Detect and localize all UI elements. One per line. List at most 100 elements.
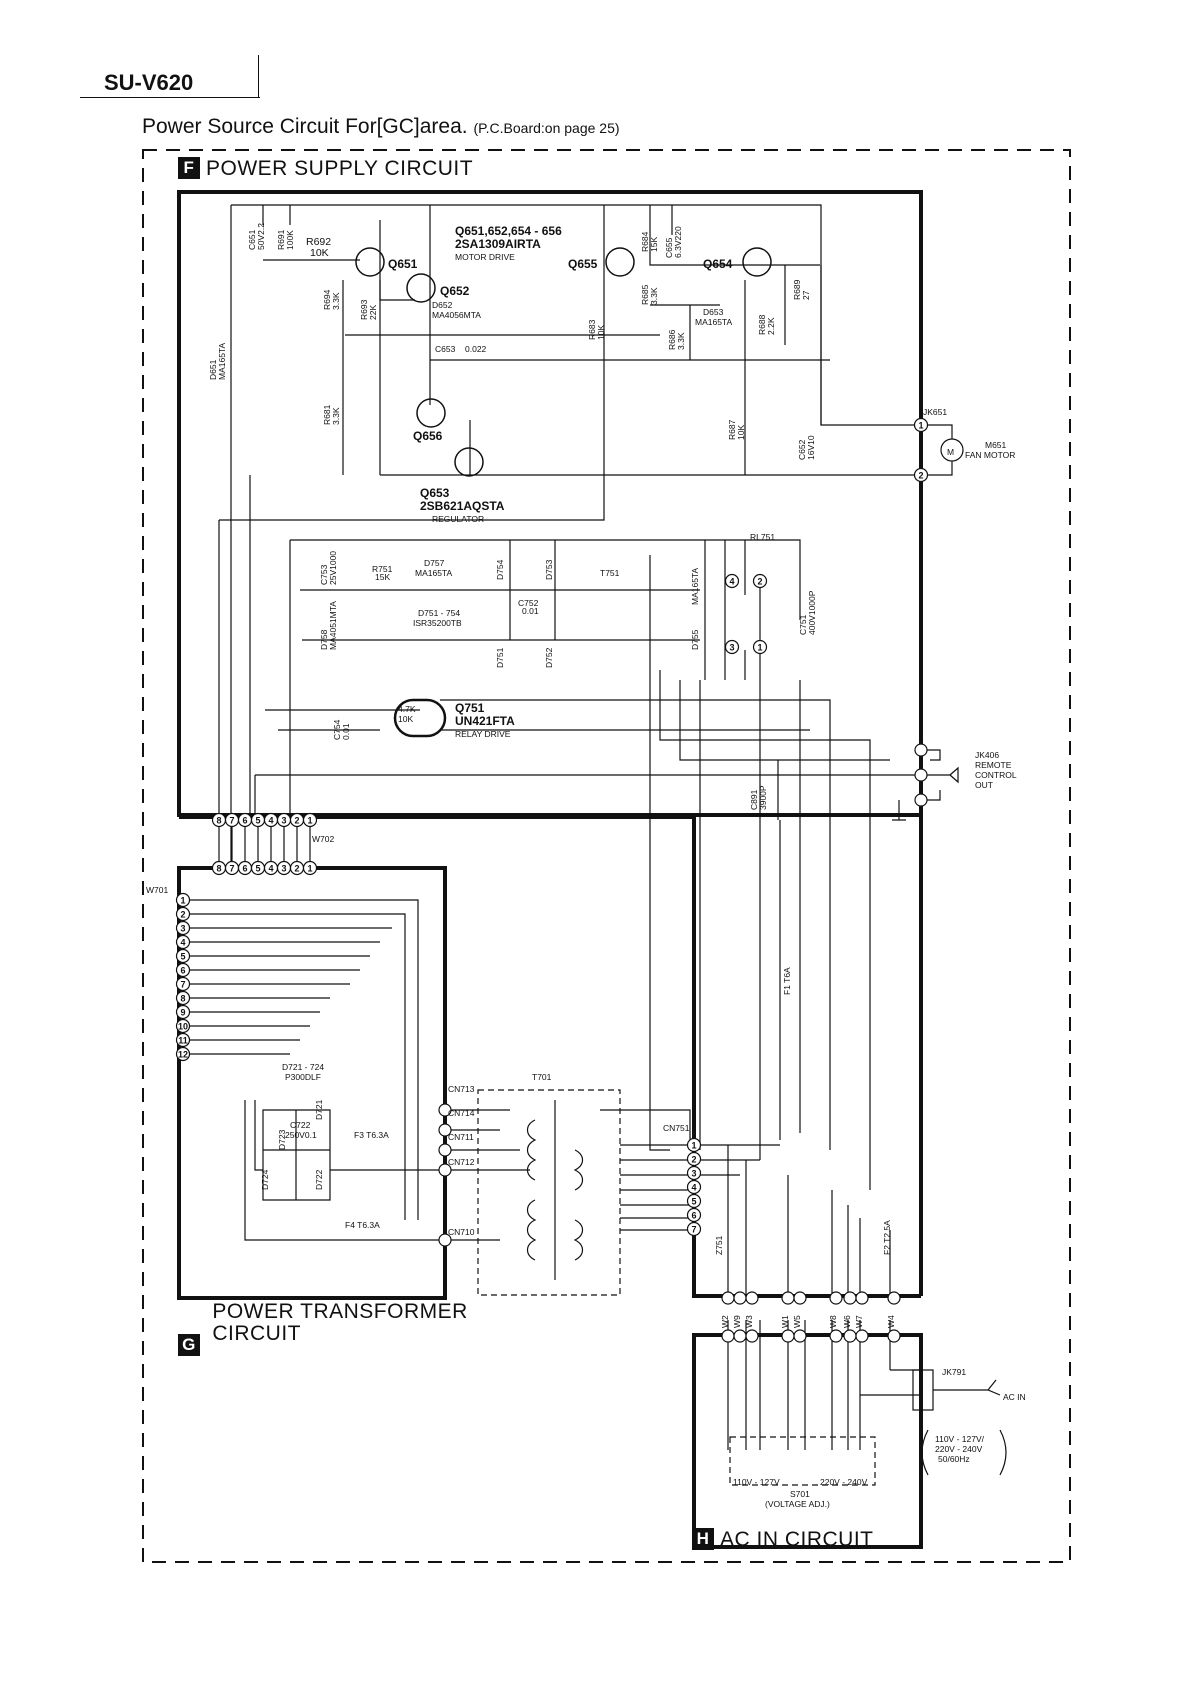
label-cn711: CN711 <box>448 1132 474 1142</box>
w702-pin-top-8-number: 8 <box>216 816 221 826</box>
w701-pin-6 <box>175 962 191 978</box>
label-q65x: Q651,652,654 - 656 <box>455 224 562 238</box>
vertical-labels: C651 50V2.2 R691 100K R694 3.3K R693 22K… <box>208 223 896 1328</box>
label-r694: R694 <box>322 289 332 310</box>
w701-pin-6-number: 6 <box>180 966 185 976</box>
label-q656: Q656 <box>413 429 443 443</box>
w701-pin-11-number: 11 <box>178 1036 188 1046</box>
w-lead-bottom-2 <box>733 1329 747 1343</box>
label-c653-value: 0.022 <box>465 344 487 354</box>
w-lead-top-7 <box>843 1291 857 1305</box>
w701-pin-1-number: 1 <box>180 896 185 906</box>
label-c751-value: 400V1000P <box>807 590 817 635</box>
label-d751-754: D751 - 754 <box>418 608 460 618</box>
label-w2: W2 <box>720 1315 730 1328</box>
cn751-pin-2 <box>686 1151 702 1167</box>
label-r686-value: 3.3K <box>676 332 686 350</box>
w702-pin-bottom-1-number: 1 <box>307 864 312 874</box>
section-h-badge: H <box>692 1528 714 1550</box>
label-cn712: CN712 <box>448 1157 475 1167</box>
w702-pin-bottom-5-number: 5 <box>255 864 260 874</box>
w702-pin-bottom-8-number: 8 <box>216 864 221 874</box>
label-d752: D752 <box>544 647 554 668</box>
label-c753-value: 25V1000 <box>328 551 338 585</box>
jk406-jack <box>892 749 959 821</box>
label-f3: F3 T6.3A <box>354 1130 389 1140</box>
label-w8: W8 <box>828 1315 838 1328</box>
label-r684-value: 15K <box>649 237 659 252</box>
label-cn713: CN713 <box>448 1084 475 1094</box>
w702-pin-top-6-number: 6 <box>242 816 247 826</box>
label-d755-part: MA165TA <box>690 568 700 605</box>
label-f1: F1 T6A <box>782 967 792 995</box>
cn71x-point-5 <box>438 1233 452 1247</box>
w-lead-top-1 <box>721 1291 735 1305</box>
jk651-pin-1 <box>913 417 929 433</box>
w701-pin-7-number: 7 <box>180 980 185 990</box>
label-q651: Q651 <box>388 257 418 271</box>
w-lead-top-5 <box>793 1291 807 1305</box>
label-d751: D751 <box>495 647 505 668</box>
label-c752-value: 0.01 <box>522 606 539 616</box>
label-cn751: CN751 <box>663 1123 690 1133</box>
label-q751-part: UN421FTA <box>455 714 515 728</box>
label-c652-value: 16V10 <box>806 435 816 460</box>
page-heading: Power Source Circuit For[GC]area. (P.C.B… <box>142 115 620 139</box>
label-q751: Q751 <box>455 701 485 715</box>
label-d758: D758 <box>319 629 329 650</box>
jk406-point-3 <box>914 793 928 807</box>
cn71x-point-3 <box>438 1143 452 1157</box>
w701-pin-12 <box>175 1046 191 1062</box>
label-w701: W701 <box>146 885 168 895</box>
label-jk651: JK651 <box>923 407 947 417</box>
fan-motor <box>921 424 964 476</box>
label-c754-value: 0.01 <box>341 723 351 740</box>
jk651-pin-1-number: 1 <box>918 421 923 431</box>
model-divider <box>258 55 259 98</box>
rl751-pin-4 <box>724 573 740 589</box>
label-r687: R687 <box>727 419 737 440</box>
w-lead-top-2 <box>733 1291 747 1305</box>
label-w9: W9 <box>732 1315 742 1328</box>
cn751-pin-2-number: 2 <box>691 1155 696 1165</box>
w701-pin-9-number: 9 <box>180 1008 185 1018</box>
w702-pin-bottom-6-number: 6 <box>242 864 247 874</box>
label-q65x-func: MOTOR DRIVE <box>455 252 515 262</box>
label-c722-value: 250V0.1 <box>285 1130 317 1140</box>
label-d722: D722 <box>314 1169 324 1190</box>
label-ac-in: AC IN <box>1003 1392 1026 1402</box>
label-r688: R688 <box>757 314 767 335</box>
label-r685-value: 3.3K <box>649 287 659 305</box>
label-w7: W7 <box>854 1315 864 1328</box>
label-c722: C722 <box>290 1120 311 1130</box>
w702-pin-bottom-1 <box>302 860 318 876</box>
section-g-label-line1: POWER TRANSFORMER <box>212 1300 468 1323</box>
cn751-pin-1 <box>686 1137 702 1153</box>
label-d757: D757 <box>424 558 445 568</box>
label-c653: C653 <box>435 344 456 354</box>
label-f4: F4 T6.3A <box>345 1220 380 1230</box>
label-c655: C655 <box>664 237 674 258</box>
cn751-pin-6 <box>686 1207 702 1223</box>
w701-pin-5 <box>175 948 191 964</box>
label-q655: Q655 <box>568 257 598 271</box>
jk651-pin-2 <box>913 467 929 483</box>
label-q751-func: RELAY DRIVE <box>455 729 511 739</box>
w-lead-bottom-5 <box>793 1329 807 1343</box>
rl751-pin-3 <box>724 639 740 655</box>
w701-pin-4-number: 4 <box>180 938 185 948</box>
label-d757-part: MA165TA <box>415 568 452 578</box>
label-r689: R689 <box>792 279 802 300</box>
label-cn714: CN714 <box>448 1108 475 1118</box>
connector-w702-w701 <box>183 820 419 1110</box>
cn71x-point-2 <box>438 1123 452 1137</box>
w702-pin-bottom-7-number: 7 <box>229 864 234 874</box>
transformer-t701 <box>445 1089 691 1296</box>
label-d651-part: MA165TA <box>217 343 227 380</box>
label-r681-value: 3.3K <box>331 407 341 425</box>
label-q751-r2: 10K <box>398 714 413 724</box>
section-f-badge: F <box>178 157 200 179</box>
label-c651: C651 <box>247 229 257 250</box>
label-z751: Z751 <box>714 1235 724 1255</box>
